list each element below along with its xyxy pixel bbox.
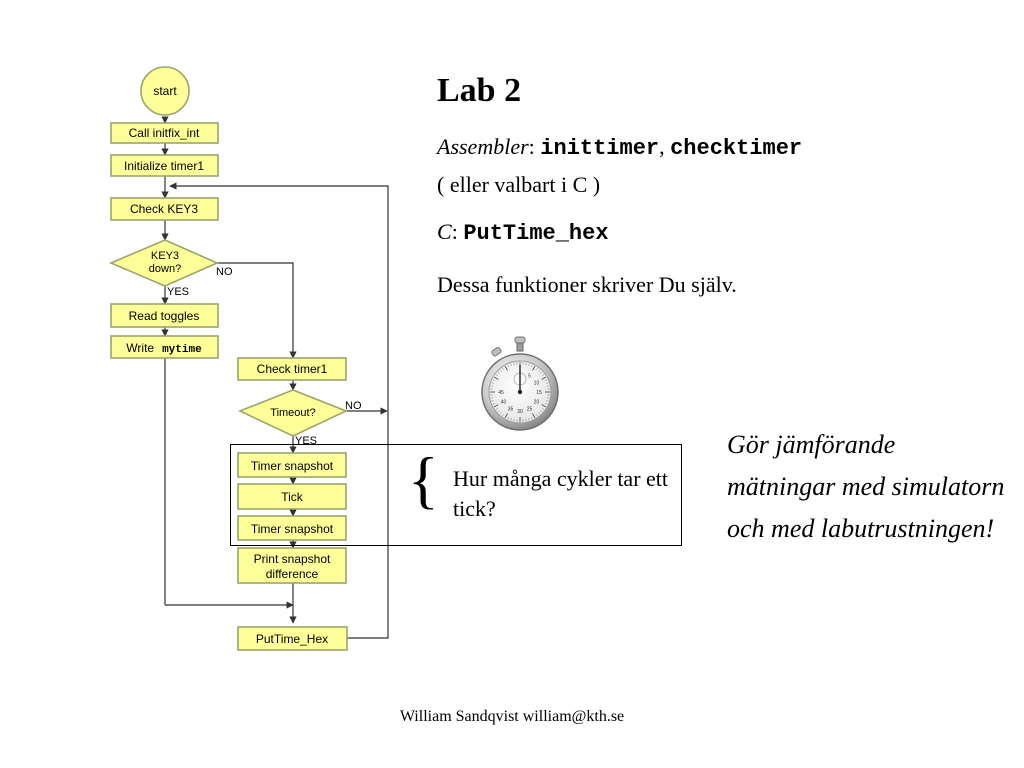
puttime-hex-box: PutTime_Hex [237,626,348,651]
start-label: start [153,84,177,98]
stopwatch-dial-number: 45 [498,390,504,396]
key3-label-line2: down? [149,263,181,275]
key3-yes-label: YES [167,286,189,298]
timeout-no-label: NO [345,400,362,412]
inittimer-func: inittimer [540,136,660,161]
checktimer-func: checktimer [670,136,803,161]
cycles-question: Hur många cykler tar ett tick? [453,466,669,521]
flowchart-connectors [161,116,389,639]
read-toggles-box: Read toggles [110,303,219,328]
stopwatch-dial-number: 25 [527,406,533,412]
key3-no-label: NO [216,266,233,278]
init-timer-label: Initialize timer1 [124,159,204,173]
tick-label: Tick [281,490,304,504]
key3-decision: KEY3 down? [108,239,219,287]
slide-title: Lab 2 [437,72,522,109]
print-snapshot-box: Print snapshot difference [237,547,347,584]
check-timer1-box: Check timer1 [237,357,347,381]
write-label: Write [126,341,154,355]
print-snapshot-line1: Print snapshot [254,552,331,566]
puttime-hex-label: PutTime_Hex [256,632,328,646]
timer-snapshot-box-1: Timer snapshot [237,452,347,478]
puttime-hex-func: PutTime_hex [463,221,609,246]
timeout-label: Timeout? [270,407,315,419]
call-initfix-label: Call initfix_int [129,126,200,140]
c-line: C: PutTime_hex [437,219,609,246]
write-mytime-box: Write mytime [110,335,219,359]
stopwatch-dial-number: 20 [534,400,540,406]
call-initfix-box: Call initfix_int [110,122,219,144]
assembler-label: Assembler [437,134,529,159]
brace-symbol: { [408,444,439,515]
assembler-note: ( eller valbart i C ) [437,172,601,197]
print-snapshot-line2: difference [266,567,319,581]
check-key3-label: Check KEY3 [130,202,198,216]
comparison-note: Gör jämförande mätningar med simulatorn … [727,430,1005,543]
stopwatch-dial-number: 40 [501,400,507,406]
assembler-comma: , [659,134,665,159]
timeout-decision: Timeout? [237,389,349,437]
write-var-label: mytime [162,344,202,356]
stopwatch-dial-number: 10 [534,381,540,387]
stopwatch-dial-number: 15 [536,390,542,396]
assembler-line: Assembler: inittimer, checktimer [437,134,802,161]
timer-snapshot-label-1: Timer snapshot [251,459,334,473]
flowchart-diagram: start Call initfix_int Initialize timer1… [108,66,389,651]
stopwatch-dial-number: 35 [508,406,514,412]
description-text: Dessa funktioner skriver Du själv. [437,272,737,297]
assembler-colon: : [528,134,535,159]
check-timer1-label: Check timer1 [257,362,328,376]
key3-label-line1: KEY3 [151,250,179,262]
c-colon: : [451,219,458,244]
init-timer-box: Initialize timer1 [110,154,219,177]
stopwatch-dial-number: 5 [528,374,531,380]
stopwatch-dial-number: 30 [517,409,523,415]
tick-box: Tick [237,483,347,510]
start-node: start [140,66,190,116]
footer-author: William Sandqvist william@kth.se [399,708,625,725]
read-toggles-label: Read toggles [129,309,200,323]
c-label: C [437,219,452,244]
timer-snapshot-box-2: Timer snapshot [237,515,347,541]
callout-box [230,444,682,546]
svg-text:Write mytime: Write mytime [126,339,202,356]
check-key3-box: Check KEY3 [110,197,219,221]
timer-snapshot-label-2: Timer snapshot [251,522,334,536]
